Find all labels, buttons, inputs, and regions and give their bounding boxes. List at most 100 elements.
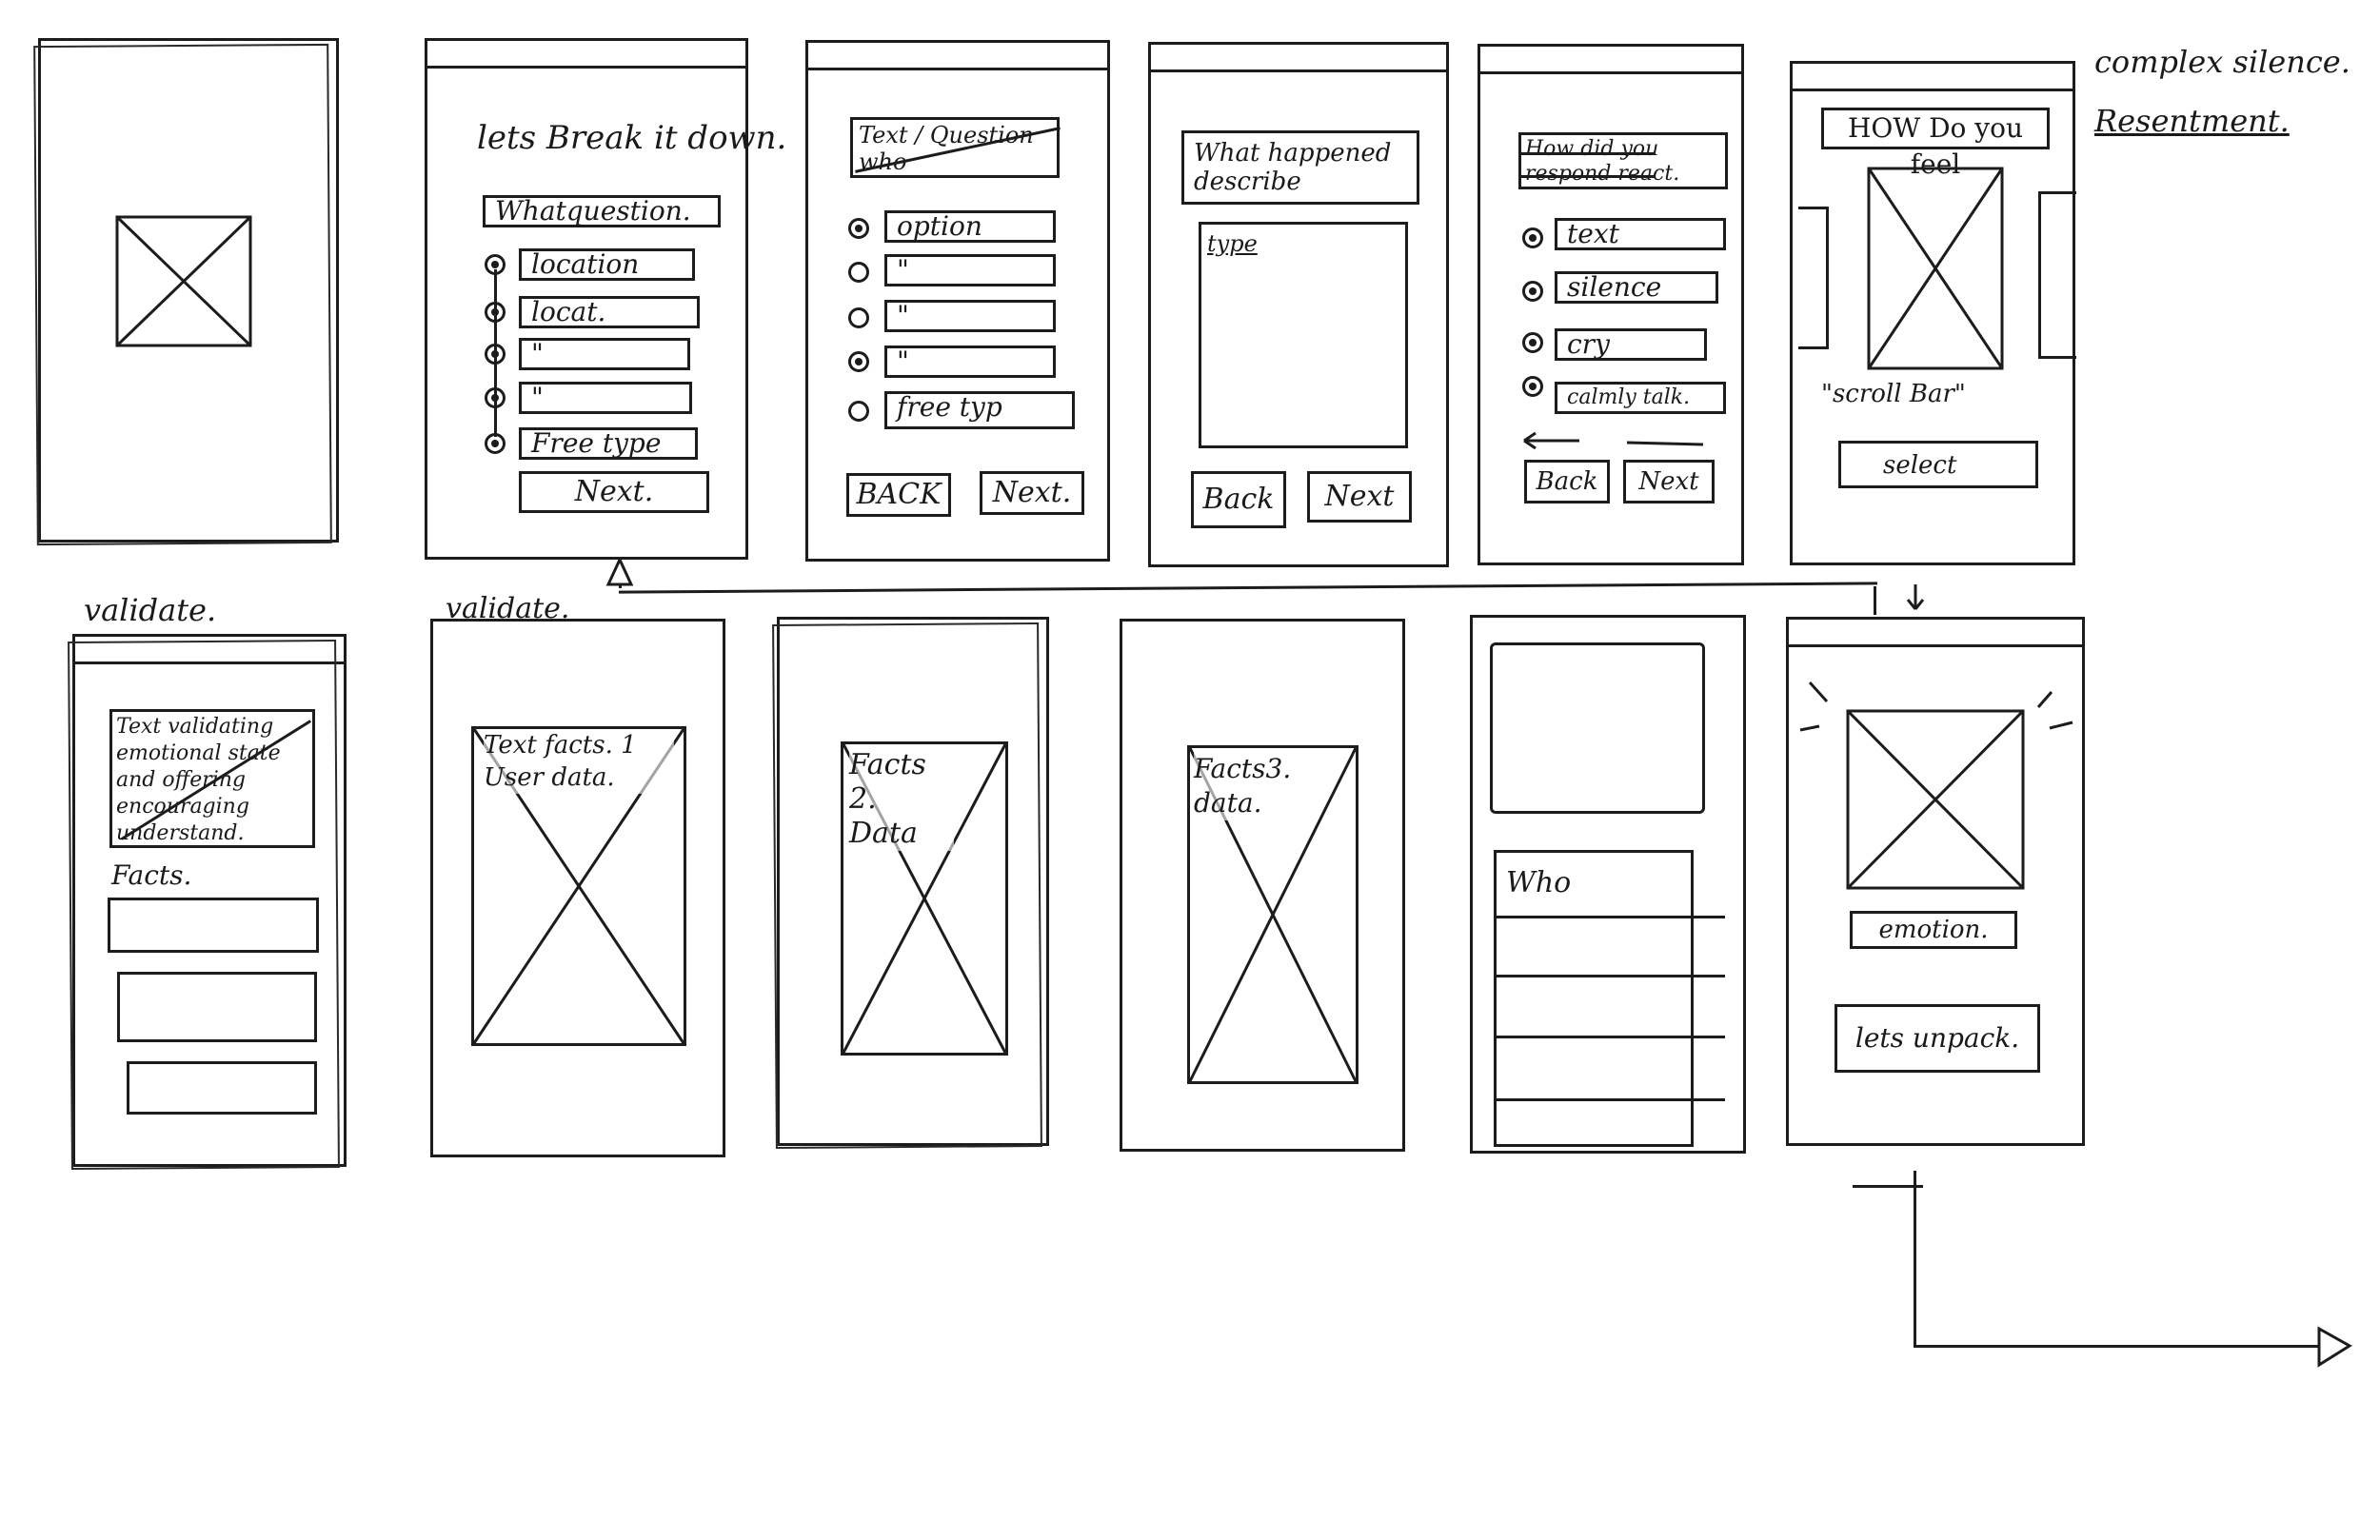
note-resentment: Resentment. xyxy=(2094,103,2290,139)
header-text: What happened describe xyxy=(1194,139,1392,196)
option-field-3[interactable]: " xyxy=(519,338,690,370)
image-placeholder-icon xyxy=(115,215,252,347)
note-complex-silence: complex silence. xyxy=(2094,44,2350,80)
header-strike-2 xyxy=(1521,175,1655,178)
next-button[interactable]: Next xyxy=(1307,471,1412,523)
screen-lets-unpack: emotion. lets unpack. xyxy=(1786,617,2085,1146)
facts-1-label: Text facts. 1 User data. xyxy=(484,729,674,794)
emotion-card-right[interactable] xyxy=(2038,191,2076,359)
list-divider-2 xyxy=(1497,975,1725,977)
facts-1-card: Text facts. 1 User data. xyxy=(471,726,686,1046)
facts-2-card: Facts 2. Data xyxy=(841,741,1008,1056)
fact-card-3[interactable] xyxy=(127,1061,317,1115)
exit-line-vertical xyxy=(1914,1171,1916,1348)
facts-label: Facts. xyxy=(111,859,192,891)
emotion-image-placeholder xyxy=(1867,167,2004,370)
screen-validate: Text validating emotional state and offe… xyxy=(72,634,347,1167)
radio-option-3[interactable] xyxy=(848,307,869,328)
screen-who: Text / Question who option " " " free ty… xyxy=(805,40,1110,562)
arrow-left-icon xyxy=(1523,431,1704,450)
arrow-right-icon xyxy=(2317,1326,2352,1368)
next-button[interactable]: Next. xyxy=(980,471,1084,515)
who-list[interactable]: Who xyxy=(1494,850,1725,1147)
fact-card-1[interactable] xyxy=(108,898,319,953)
emotion-image-placeholder xyxy=(1799,681,2073,890)
arrow-up-icon xyxy=(605,556,634,586)
header-box: What happened describe xyxy=(1181,130,1419,205)
header-text: How did you respond react. xyxy=(1525,137,1680,186)
screen-break-it-down: lets Break it down. Whatquestion. locati… xyxy=(425,38,786,560)
option-field-1[interactable]: text xyxy=(1555,218,1726,250)
facts-3-card: Facts3. data. xyxy=(1187,745,1359,1084)
status-bar xyxy=(1151,45,1446,72)
radio-option-4[interactable] xyxy=(848,351,869,372)
radio-option-1[interactable] xyxy=(1522,227,1543,248)
radio-option-2[interactable] xyxy=(1522,281,1543,302)
validation-text-box: Text validating emotional state and offe… xyxy=(109,709,315,848)
screen-facts-1: Text facts. 1 User data. xyxy=(430,619,725,1157)
option-field-1[interactable]: option xyxy=(884,210,1056,243)
header-strike xyxy=(1521,152,1655,155)
status-bar xyxy=(75,637,344,664)
status-bar xyxy=(427,41,745,69)
list-divider-1 xyxy=(1497,916,1725,918)
exit-line-tick xyxy=(1853,1185,1923,1188)
radio-connector xyxy=(494,269,497,437)
radio-option-3[interactable] xyxy=(1522,332,1543,353)
screen-title: lets Break it down. xyxy=(477,119,787,157)
emotion-field[interactable]: emotion. xyxy=(1850,911,2017,949)
next-button[interactable]: Next xyxy=(1623,460,1715,503)
option-field-5[interactable]: free typ xyxy=(884,391,1075,429)
screen-how-did-you-respond: How did you respond react. text silence … xyxy=(1478,44,1744,565)
option-field-3[interactable]: cry xyxy=(1555,328,1707,361)
flow-connector-right xyxy=(1874,586,1876,615)
describe-textarea[interactable]: type xyxy=(1199,222,1408,448)
option-field-2[interactable]: silence xyxy=(1555,271,1718,304)
who-label: Who xyxy=(1506,866,1572,899)
back-button[interactable]: BACK xyxy=(846,473,951,517)
emotion-card-left[interactable] xyxy=(1798,207,1829,349)
option-field-4[interactable]: " xyxy=(884,346,1056,378)
next-button[interactable]: Next. xyxy=(519,471,709,513)
list-divider-4 xyxy=(1497,1098,1725,1101)
screen-facts-2: Facts 2. Data xyxy=(777,617,1049,1146)
lets-unpack-button[interactable]: lets unpack. xyxy=(1835,1004,2040,1073)
facts-2-label: Facts 2. Data xyxy=(849,748,954,851)
exit-line-horizontal xyxy=(1914,1345,2323,1348)
radio-option-1[interactable] xyxy=(848,218,869,239)
header-box: How did you respond react. xyxy=(1518,132,1728,189)
header-box: HOW Do you feel xyxy=(1821,108,2050,180)
header-box: Text / Question who xyxy=(850,117,1061,178)
fact-card-2[interactable] xyxy=(117,972,317,1042)
screen-how-do-you-feel: HOW Do you feel "scroll Bar" select xyxy=(1790,61,2076,565)
radio-option-2[interactable] xyxy=(848,262,869,283)
validation-text: Text validating emotional state and offe… xyxy=(116,715,281,845)
screen-who-list: Who xyxy=(1470,615,1746,1154)
screen-facts-3: Facts3. data. xyxy=(1120,619,1405,1152)
option-field-2[interactable]: " xyxy=(884,254,1056,286)
facts-3-label: Facts3. data. xyxy=(1194,752,1308,820)
back-button[interactable]: Back xyxy=(1524,460,1610,503)
option-field-1[interactable]: location xyxy=(519,248,695,281)
option-field-5[interactable]: Free type xyxy=(519,427,698,460)
status-bar xyxy=(1793,64,2073,91)
select-label: select xyxy=(1883,451,1957,480)
option-field-4[interactable]: " xyxy=(519,382,692,414)
option-field-3[interactable]: " xyxy=(884,300,1056,332)
status-bar xyxy=(1480,47,1741,74)
type-label: type xyxy=(1207,230,1258,257)
option-field-4[interactable]: calmly talk. xyxy=(1555,382,1726,414)
select-field[interactable]: select xyxy=(1838,441,2038,488)
question-field[interactable]: Whatquestion. xyxy=(483,195,721,227)
flow-connector xyxy=(619,582,1877,594)
status-bar xyxy=(1789,620,2082,647)
scroll-bar-label: "scroll Bar" xyxy=(1821,380,1966,408)
screen-splash xyxy=(38,38,339,543)
option-field-2[interactable]: locat. xyxy=(519,296,700,328)
radio-option-4[interactable] xyxy=(1522,376,1543,397)
screen-what-happened: What happened describe type Back Next xyxy=(1148,42,1449,567)
status-bar xyxy=(808,43,1107,70)
radio-option-5[interactable] xyxy=(848,401,869,422)
arrow-down-icon xyxy=(1906,584,1925,610)
back-button[interactable]: Back xyxy=(1191,471,1286,528)
